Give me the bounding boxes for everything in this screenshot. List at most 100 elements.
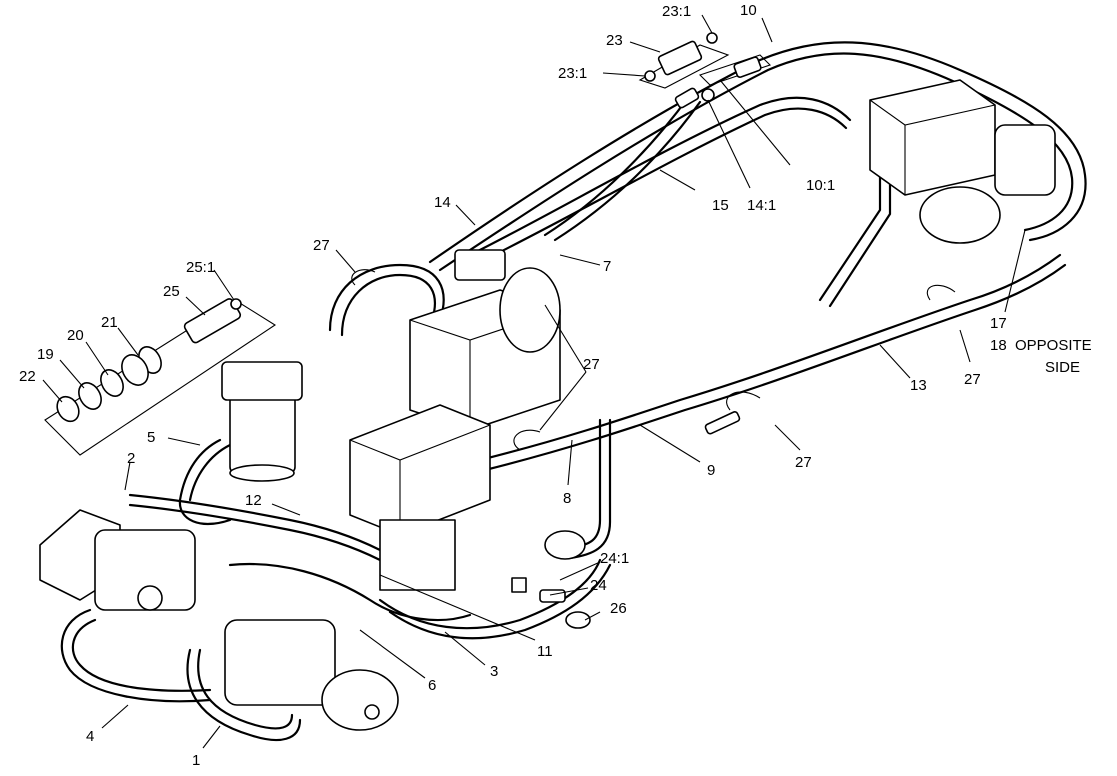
hose-14-inner <box>438 52 1074 272</box>
clamp-27-a <box>351 269 376 286</box>
nut-22 <box>56 395 80 423</box>
filter-canister <box>229 394 296 474</box>
callout-20: 20 <box>67 327 84 344</box>
callout-18: 18 <box>990 337 1007 354</box>
callout-11: 11 <box>537 643 553 660</box>
callout-23-1-top: 23:1 <box>662 3 691 20</box>
rear-pump-body <box>919 186 1001 244</box>
callout-5: 5 <box>147 429 155 446</box>
tube-4 <box>60 608 212 703</box>
fitting-10-end <box>733 56 762 78</box>
leader-lines <box>42 14 1026 749</box>
tube-9-inner <box>483 263 1067 472</box>
callout-23-1-left: 23:1 <box>558 65 587 82</box>
fitting-23 <box>657 40 703 76</box>
callout-13: 13 <box>910 377 927 394</box>
tube-1 <box>186 648 302 742</box>
lower-valve-block <box>349 404 491 536</box>
callout-10-1: 10:1 <box>806 177 835 194</box>
nut-21 <box>121 354 149 386</box>
callout-labels: 23:1 10 23 23:1 10:1 14:1 15 14 27 7 25:… <box>19 2 1092 769</box>
filter-canister-bottom <box>229 464 295 482</box>
callout-side: SIDE <box>1045 359 1080 376</box>
tube-9 <box>478 253 1062 462</box>
callout-opposite: OPPOSITE <box>1015 337 1092 354</box>
hose-loop-left-b <box>340 273 436 337</box>
front-pump-upper-body <box>94 529 196 611</box>
callout-17: 17 <box>990 315 1007 332</box>
clamp-27-b <box>513 429 541 451</box>
tube-2-b <box>128 503 382 562</box>
oring-23-1-top <box>706 32 718 44</box>
front-pump-lower-shaft <box>364 704 380 720</box>
callout-10: 10 <box>740 2 757 19</box>
oring-14-1 <box>701 88 715 102</box>
callout-4: 4 <box>86 728 94 745</box>
callout-15: 15 <box>712 197 729 214</box>
hose-loop-left <box>328 263 445 332</box>
fitting-14-end <box>674 87 700 109</box>
valve-cap <box>454 249 506 281</box>
callout-14-1: 14:1 <box>747 197 776 214</box>
callout-6: 6 <box>428 677 436 694</box>
filter-head <box>221 361 303 401</box>
callout-27-a: 27 <box>313 237 330 254</box>
hose-7-b <box>553 100 702 242</box>
front-pump-lower-body <box>224 619 336 706</box>
components <box>39 32 1056 731</box>
bracket-24 <box>511 577 527 593</box>
rear-pump-housing <box>994 124 1056 196</box>
callout-8: 8 <box>563 490 571 507</box>
callout-9: 9 <box>707 462 715 479</box>
upper-manifold-block <box>869 79 996 196</box>
exploded-frame-25 <box>44 299 277 456</box>
callout-3: 3 <box>490 663 498 680</box>
cap-26 <box>565 611 591 629</box>
callout-26: 26 <box>610 600 627 617</box>
hose-14 <box>428 41 1087 264</box>
callout-27-d: 27 <box>795 454 812 471</box>
tube-1-b <box>197 648 294 730</box>
callout-24: 24 <box>590 577 607 594</box>
tube-5-b <box>188 443 232 502</box>
fitting-24-1 <box>544 530 586 560</box>
clamp-27-d <box>726 391 761 411</box>
front-pump-upper-port <box>137 585 163 611</box>
tube-2 <box>128 493 382 552</box>
callout-12: 12 <box>245 492 262 509</box>
hose-7 <box>543 93 692 237</box>
small-fitting-27-d <box>704 411 741 435</box>
hose-15 <box>468 96 852 257</box>
callout-19: 19 <box>37 346 54 363</box>
tube-6 <box>228 562 472 622</box>
central-pump-flange <box>499 267 561 353</box>
washer-19 <box>78 382 102 410</box>
callout-27-b: 27 <box>583 356 600 373</box>
front-pump-lower-flange <box>321 669 399 731</box>
tube-3 <box>378 558 602 630</box>
callout-25: 25 <box>163 283 180 300</box>
tube-3-b <box>388 563 612 640</box>
hose-15-inner <box>478 107 848 264</box>
exploded-group-23 <box>638 32 730 89</box>
hose-routing <box>60 41 1087 742</box>
lower-valve-plate <box>379 519 456 591</box>
callout-1: 1 <box>192 752 200 769</box>
tube-center-return <box>818 148 882 302</box>
callout-25-1: 25:1 <box>186 259 215 276</box>
fitting-24 <box>539 589 566 603</box>
callout-23: 23 <box>606 32 623 49</box>
oring-23-1-left <box>644 70 656 82</box>
callout-7: 7 <box>603 258 611 275</box>
callout-2: 2 <box>127 450 135 467</box>
exploded-group-25 <box>44 298 277 456</box>
callout-24-1: 24:1 <box>600 550 629 567</box>
callout-21: 21 <box>101 314 118 331</box>
callout-22: 22 <box>19 368 36 385</box>
clamp-27-c <box>927 284 956 301</box>
callout-14: 14 <box>434 194 451 211</box>
tube-4-b <box>71 618 212 692</box>
callout-27-c: 27 <box>964 371 981 388</box>
